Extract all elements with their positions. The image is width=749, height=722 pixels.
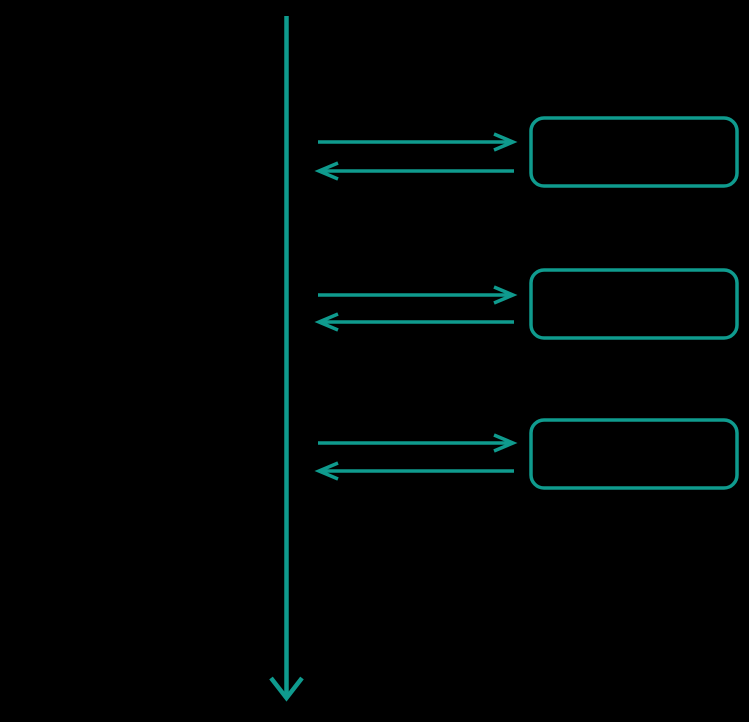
vertical-timeline-arrow	[269, 16, 304, 702]
exchange-2	[314, 268, 739, 340]
request-right-arrow-3	[318, 433, 518, 453]
exchange-3	[314, 418, 739, 490]
right-arrowhead-icon	[493, 285, 518, 305]
rounded-box-3	[529, 418, 739, 490]
rounded-box-2	[529, 268, 739, 340]
left-arrowhead-icon	[314, 312, 339, 332]
right-arrowhead-icon	[493, 132, 518, 152]
response-left-arrow-2	[314, 312, 514, 332]
response-left-arrow-1	[314, 161, 514, 181]
request-right-arrow-2	[318, 285, 518, 305]
left-arrowhead-icon	[314, 161, 339, 181]
right-arrowhead-icon	[493, 433, 518, 453]
timeline-down-arrowhead-icon	[269, 676, 304, 702]
left-arrowhead-icon	[314, 461, 339, 481]
rounded-box-1	[529, 116, 739, 188]
exchange-1	[314, 116, 739, 188]
response-left-arrow-3	[314, 461, 514, 481]
request-right-arrow-1	[318, 132, 518, 152]
